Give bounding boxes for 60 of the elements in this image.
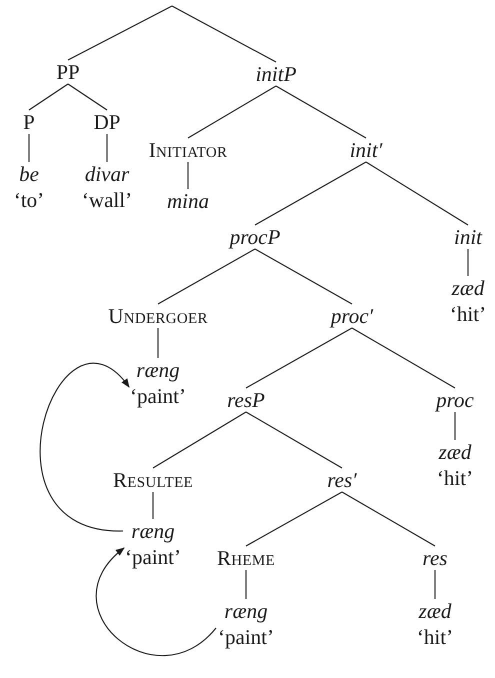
lexical-item: divar [84,161,130,187]
lexical-item: mina [167,188,209,214]
argument-role-label: Resultee [112,467,194,493]
tree-branch [157,328,159,358]
category-label: init [454,224,482,250]
tree-branch [246,492,342,546]
gloss-label: ‘paint’ [125,544,181,570]
tree-branch [28,134,30,162]
category-label: procP [230,224,280,250]
category-label: res [422,545,448,571]
tree-branch [106,134,108,162]
gloss-label: ‘hit’ [436,465,474,491]
lexical-item: ræng [136,357,180,383]
tree-branch [254,248,352,304]
tree-branch [246,412,342,468]
tree-branch [352,328,456,388]
lexical-item: be [19,161,39,187]
category-label: res′ [327,467,357,493]
argument-role-label: Initiator [148,137,228,163]
category-label: initP [256,61,296,87]
category-label: proc [436,387,474,413]
gloss-label: ‘wall’ [82,187,132,213]
tree-branch [152,412,246,468]
lexical-item: zæd [418,598,452,624]
lexical-item: ræng [131,518,175,544]
category-label: resP [227,387,265,413]
tree-branch [342,492,436,546]
category-label: DP [94,109,120,135]
tree-branch [276,86,366,138]
lexical-item: zæd [438,439,472,465]
tree-branch [246,328,352,388]
category-label: P [23,109,35,135]
tree-branch [245,570,247,599]
lexical-item: zæd [452,275,484,301]
lexical-item: ræng [224,598,268,624]
category-label: init′ [350,137,382,163]
argument-role-label: Undergoer [108,303,208,329]
category-label: proc′ [330,303,374,329]
tree-branch [28,84,68,110]
gloss-label: ‘hit’ [416,624,454,650]
gloss-label: ‘paint’ [130,383,186,409]
tree-branch [188,86,276,138]
tree-branch [366,162,468,226]
gloss-label: ‘to’ [14,187,44,213]
gloss-label: ‘paint’ [218,624,274,650]
tree-branch [434,570,436,599]
movement-arrow [40,363,130,532]
tree-branch [467,249,469,276]
argument-role-label: Rheme [217,545,275,571]
gloss-label: ‘hit’ [450,301,486,327]
movement-arrow [96,547,216,656]
tree-branch [158,248,256,304]
tree-branch [172,6,276,62]
tree-branch [187,162,189,189]
tree-branch [68,84,108,110]
category-label: PP [56,59,80,85]
tree-branch [254,162,366,226]
tree-branch [68,6,172,60]
tree-branch [152,492,154,519]
tree-branch [454,412,456,440]
